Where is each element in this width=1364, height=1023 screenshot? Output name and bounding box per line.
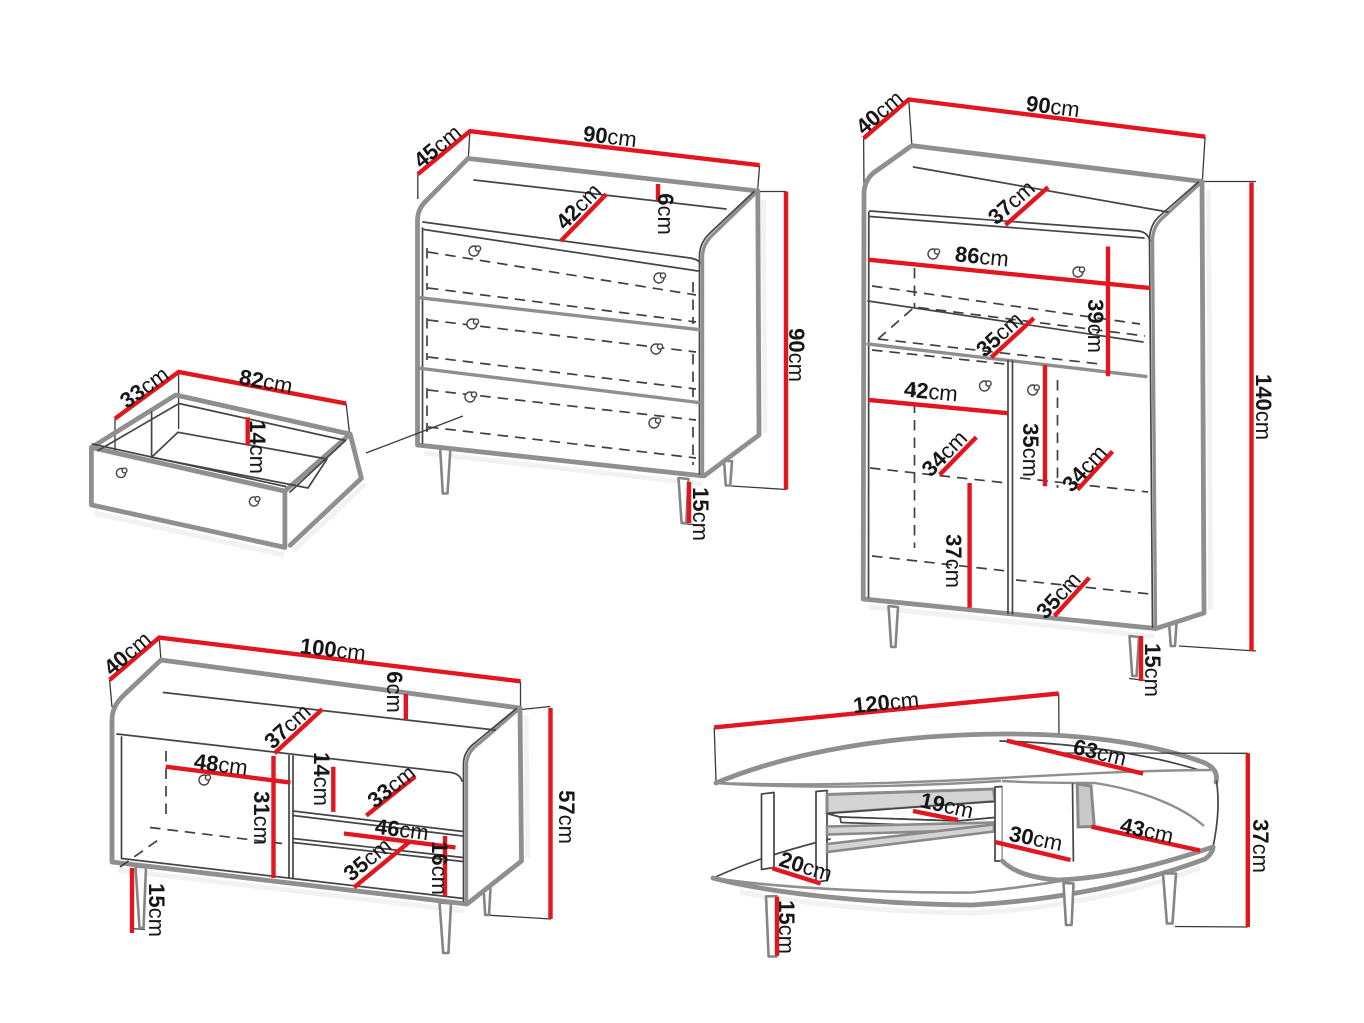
svg-text:140cm: 140cm — [1251, 374, 1276, 440]
svg-text:6cm: 6cm — [382, 671, 407, 713]
svg-text:6cm: 6cm — [653, 193, 678, 235]
svg-text:100cm: 100cm — [299, 633, 368, 666]
svg-text:15cm: 15cm — [774, 900, 799, 954]
svg-text:39cm: 39cm — [1083, 299, 1108, 353]
svg-text:90cm: 90cm — [582, 121, 638, 152]
svg-text:37cm: 37cm — [941, 534, 966, 588]
svg-text:16cm: 16cm — [427, 841, 452, 895]
svg-text:37cm: 37cm — [1248, 819, 1273, 873]
svg-text:42cm: 42cm — [903, 377, 959, 407]
svg-text:15cm: 15cm — [1140, 643, 1165, 697]
svg-text:15cm: 15cm — [688, 487, 713, 541]
svg-text:90cm: 90cm — [1025, 91, 1082, 123]
svg-text:90cm: 90cm — [784, 328, 809, 382]
svg-text:31cm: 31cm — [249, 791, 274, 845]
svg-text:82cm: 82cm — [237, 364, 294, 398]
svg-text:15cm: 15cm — [144, 883, 169, 937]
svg-text:86cm: 86cm — [954, 241, 1010, 271]
svg-text:35cm: 35cm — [1018, 423, 1043, 477]
svg-text:14cm: 14cm — [309, 752, 334, 806]
svg-text:57cm: 57cm — [554, 790, 579, 844]
svg-text:14cm: 14cm — [245, 420, 270, 474]
